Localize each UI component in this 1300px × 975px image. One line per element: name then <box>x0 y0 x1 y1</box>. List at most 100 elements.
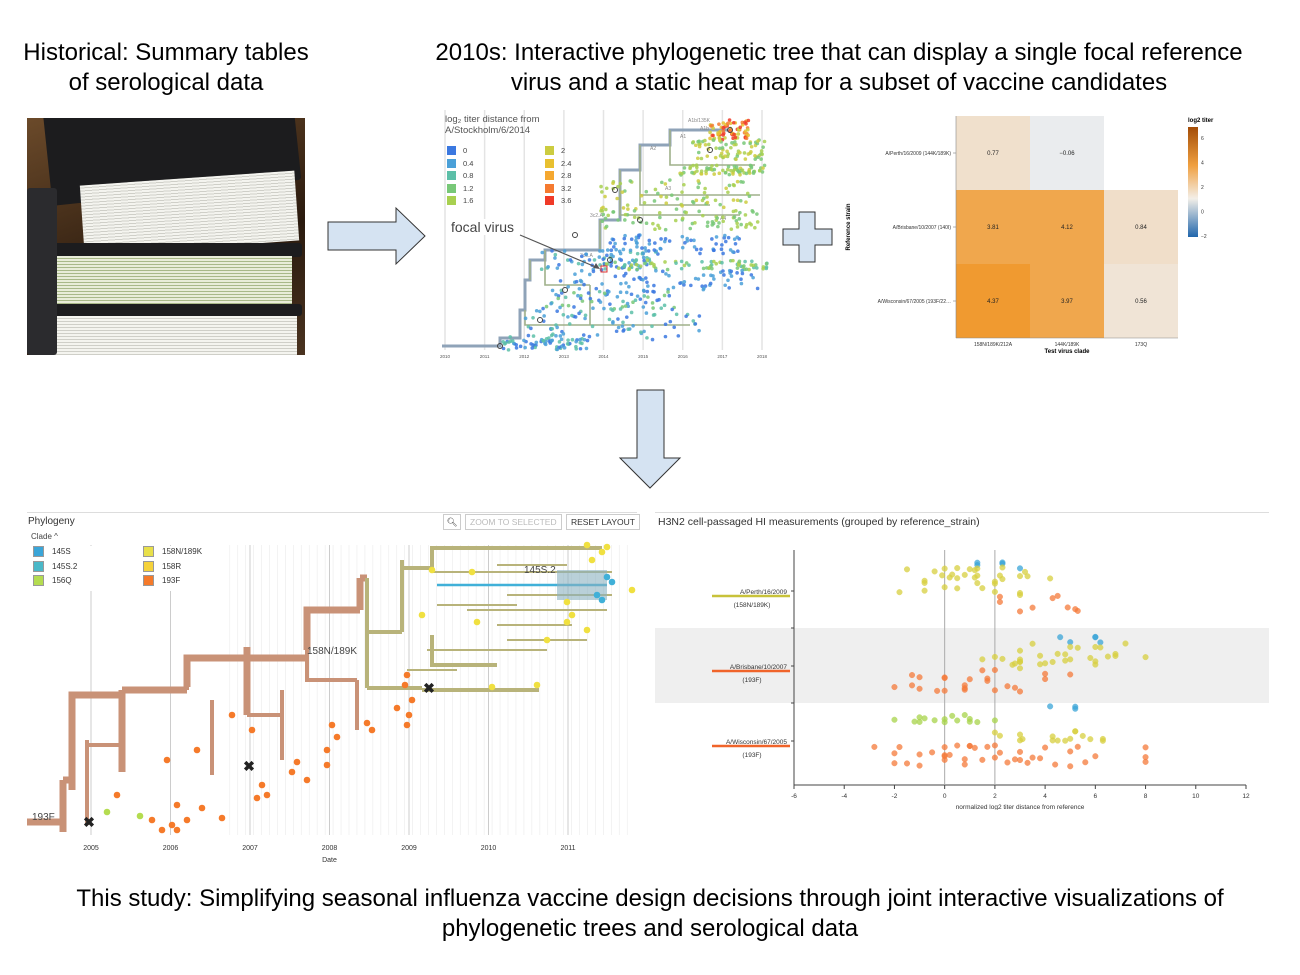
tip-node <box>328 721 336 729</box>
measurement-point <box>891 684 898 691</box>
column-label: 158N/189K/212A <box>974 342 1013 348</box>
tip-point <box>740 268 744 273</box>
legend-swatch <box>33 575 44 586</box>
measurement-point <box>984 743 991 750</box>
tip-point <box>704 169 708 173</box>
tip-node <box>393 704 401 712</box>
branch-label: 145S.2 <box>524 565 556 576</box>
tip-point <box>632 215 637 220</box>
tip-point <box>699 172 704 176</box>
tip-point <box>701 213 705 218</box>
reference-marker <box>497 343 503 349</box>
tip-point <box>732 215 737 219</box>
tip-point <box>653 187 658 192</box>
tip-point <box>554 334 558 338</box>
tip-point <box>578 296 583 301</box>
measurement-point <box>1029 604 1036 611</box>
tip-point <box>610 308 615 313</box>
tip-point <box>739 281 744 286</box>
legend-label: 0.8 <box>463 171 474 180</box>
measurement-point <box>916 751 923 758</box>
tip-point <box>577 311 581 316</box>
chevron-up-icon: ^ <box>54 532 58 541</box>
measurement-point <box>971 744 978 751</box>
tip-point <box>734 142 738 147</box>
tip-point <box>692 238 696 243</box>
measurement-point <box>999 564 1006 571</box>
measurement-point <box>1054 737 1061 744</box>
tip-node <box>405 711 413 719</box>
reset-layout-button[interactable]: RESET LAYOUT <box>566 514 640 530</box>
measurement-point <box>916 714 923 721</box>
tip-point <box>619 281 623 286</box>
tip-point <box>682 283 686 287</box>
tip-point <box>735 235 740 240</box>
heatmap-cell <box>956 190 1030 264</box>
measurement-point <box>1024 759 1031 766</box>
tip-point <box>650 337 655 342</box>
clade-legend-item[interactable]: 158N/189K <box>143 546 202 557</box>
tip-point <box>623 304 628 308</box>
tip-point <box>606 213 611 218</box>
x-axis-title: Date <box>322 857 337 864</box>
legend-swatch <box>545 171 554 180</box>
tip-point <box>762 139 767 144</box>
tip-point <box>652 248 657 252</box>
tip-point <box>705 220 710 225</box>
measurement-point <box>1029 754 1036 761</box>
clade-legend-item[interactable]: 158R <box>143 560 181 572</box>
legend-label: 3.6 <box>561 196 572 205</box>
tip-point <box>700 198 705 203</box>
cell-label: 4.12 <box>1061 225 1073 231</box>
measurement-point <box>1016 565 1024 572</box>
tip-point <box>694 247 699 252</box>
tip-point <box>749 150 753 154</box>
tip-point <box>656 191 660 196</box>
zoom-to-selected-button[interactable]: ZOOM TO SELECTED <box>465 514 562 530</box>
olive-branch <box>365 546 602 692</box>
tip-point <box>719 247 724 252</box>
zoom-icon-button[interactable]: 🔍︎ <box>443 514 461 530</box>
clade-legend-item[interactable]: 193F <box>143 575 180 586</box>
tip-point <box>663 260 667 264</box>
tip-point <box>612 245 616 249</box>
tip-point <box>687 263 691 267</box>
tip-point <box>597 289 602 294</box>
measurement-point <box>954 585 961 592</box>
tip-point <box>764 261 769 266</box>
tip-point <box>760 152 764 157</box>
tip-point <box>572 305 576 309</box>
tip-point <box>561 332 566 336</box>
tip-point <box>653 241 657 245</box>
tip-point <box>714 261 719 266</box>
tip-point <box>565 258 570 262</box>
clade-legend-item[interactable]: 145S.2 <box>33 560 77 572</box>
measurement-point <box>1054 650 1061 657</box>
tip-point <box>615 294 620 299</box>
x-tick-label: 2008 <box>322 845 338 852</box>
tip-point <box>591 269 596 274</box>
clade-legend-toggle[interactable]: Clade ^ <box>31 532 58 541</box>
tip-point <box>749 273 754 277</box>
clade-legend-item[interactable]: 156Q <box>33 575 72 586</box>
measurement-point <box>891 716 898 723</box>
tip-point <box>744 225 748 229</box>
tip-point <box>701 266 706 271</box>
measurement-point <box>1004 759 1011 766</box>
heatmap-chart: A/Perth/16/2009 (144K/189K)0.77−0.06A/Br… <box>846 116 1214 355</box>
measurement-point <box>979 667 986 674</box>
binders-photo <box>27 118 305 355</box>
tip-point <box>749 144 754 149</box>
tip-point <box>751 275 755 280</box>
clade-label: (158N/189K) <box>734 602 771 609</box>
tip-node <box>428 566 436 574</box>
tip-point <box>726 278 730 283</box>
measurement-point <box>1097 644 1104 651</box>
tip-point <box>699 247 703 251</box>
tip-point <box>739 277 743 282</box>
tip-point <box>735 154 740 159</box>
clade-legend-item[interactable]: 145S <box>33 546 71 557</box>
tip-point <box>584 346 589 351</box>
